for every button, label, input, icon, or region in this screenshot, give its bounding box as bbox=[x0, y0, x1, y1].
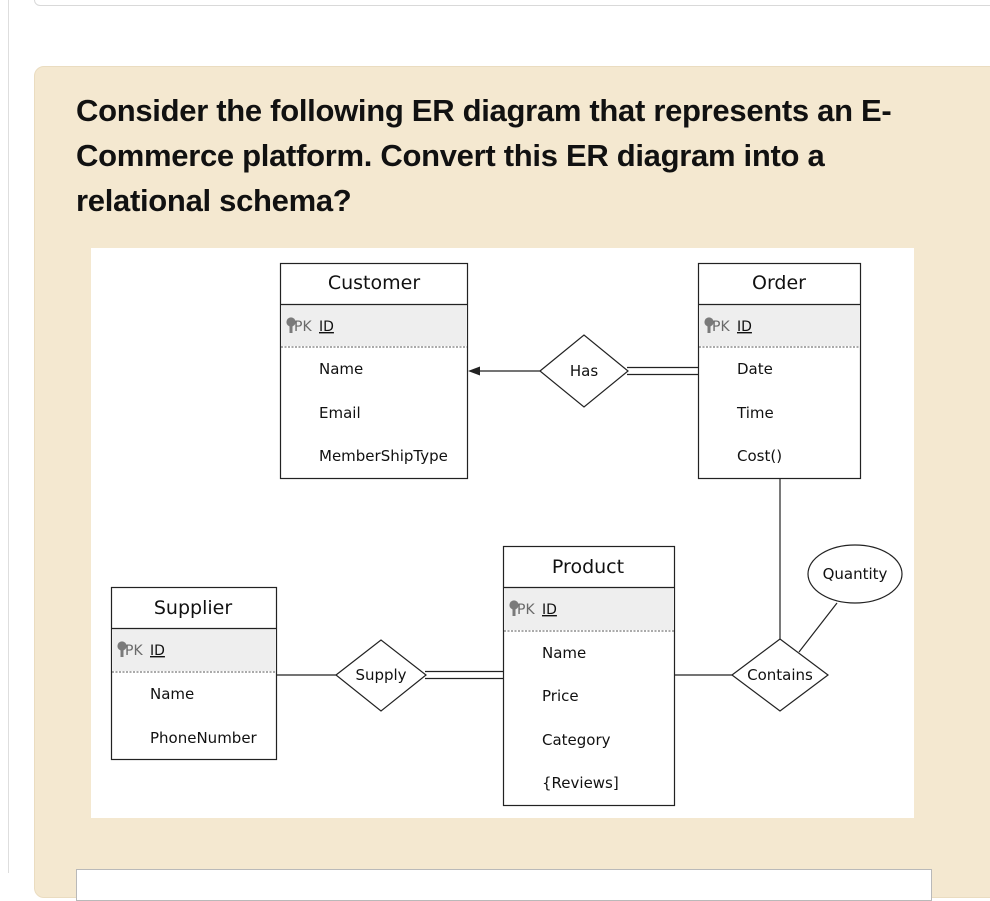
product-attribute: {Reviews] bbox=[542, 774, 619, 792]
customer-attribute: MemberShipType bbox=[319, 447, 448, 465]
question-line: relational schema? bbox=[76, 183, 352, 218]
previous-card bbox=[34, 0, 990, 6]
question-line: Commerce platform. Convert this ER diagr… bbox=[76, 138, 825, 173]
question-line: Consider the following ER diagram that r… bbox=[76, 93, 892, 128]
product-attribute: Name bbox=[542, 644, 586, 662]
customer-id: ID bbox=[319, 319, 334, 335]
customer-attribute: Name bbox=[319, 360, 363, 378]
supplier-attribute: Name bbox=[150, 685, 194, 703]
product-entity: Product PK ID Name Price Category {Revie… bbox=[502, 545, 676, 807]
order-title: Order bbox=[752, 272, 806, 294]
supply-relationship: Supply bbox=[335, 639, 427, 712]
has-label: Has bbox=[570, 362, 598, 380]
customer-entity: Customer PK ID Name Email MemberShipType bbox=[279, 262, 469, 480]
quantity-attribute: Quantity bbox=[807, 544, 903, 604]
customer-title: Customer bbox=[328, 272, 420, 294]
order-id: ID bbox=[737, 319, 752, 335]
er-diagram: Customer PK ID Name Email MemberShipType… bbox=[110, 262, 903, 807]
product-id: ID bbox=[542, 602, 557, 618]
quantity-to-contains-line bbox=[798, 602, 838, 653]
question-text: Consider the following ER diagram that r… bbox=[76, 88, 936, 223]
connector-lines bbox=[277, 366, 838, 680]
order-entity: Order PK ID Date Time Cost() bbox=[697, 262, 862, 480]
order-attribute: Date bbox=[737, 360, 773, 378]
pk-label: PK bbox=[125, 643, 143, 659]
order-attribute: Time bbox=[736, 404, 774, 422]
has-relationship: Has bbox=[539, 334, 629, 408]
pk-label: PK bbox=[712, 319, 730, 335]
supplier-id: ID bbox=[150, 643, 165, 659]
contains-relationship: Contains bbox=[731, 638, 829, 712]
product-attribute: Category bbox=[542, 731, 611, 749]
er-diagram-image: Customer PK ID Name Email MemberShipType… bbox=[91, 248, 914, 818]
answer-input[interactable] bbox=[76, 869, 932, 901]
supplier-title: Supplier bbox=[154, 597, 232, 619]
pk-label: PK bbox=[294, 319, 312, 335]
quantity-label: Quantity bbox=[823, 565, 888, 583]
supplier-attribute: PhoneNumber bbox=[150, 729, 258, 747]
customer-attribute: Email bbox=[319, 404, 361, 422]
order-attribute: Cost() bbox=[737, 447, 782, 465]
supply-label: Supply bbox=[355, 666, 406, 684]
customer-arrow-head bbox=[468, 366, 480, 376]
contains-label: Contains bbox=[747, 666, 813, 684]
pk-label: PK bbox=[517, 602, 535, 618]
left-border bbox=[8, 0, 9, 873]
product-title: Product bbox=[552, 556, 624, 578]
supplier-entity: Supplier PK ID Name PhoneNumber bbox=[110, 586, 278, 761]
product-attribute: Price bbox=[542, 687, 579, 705]
